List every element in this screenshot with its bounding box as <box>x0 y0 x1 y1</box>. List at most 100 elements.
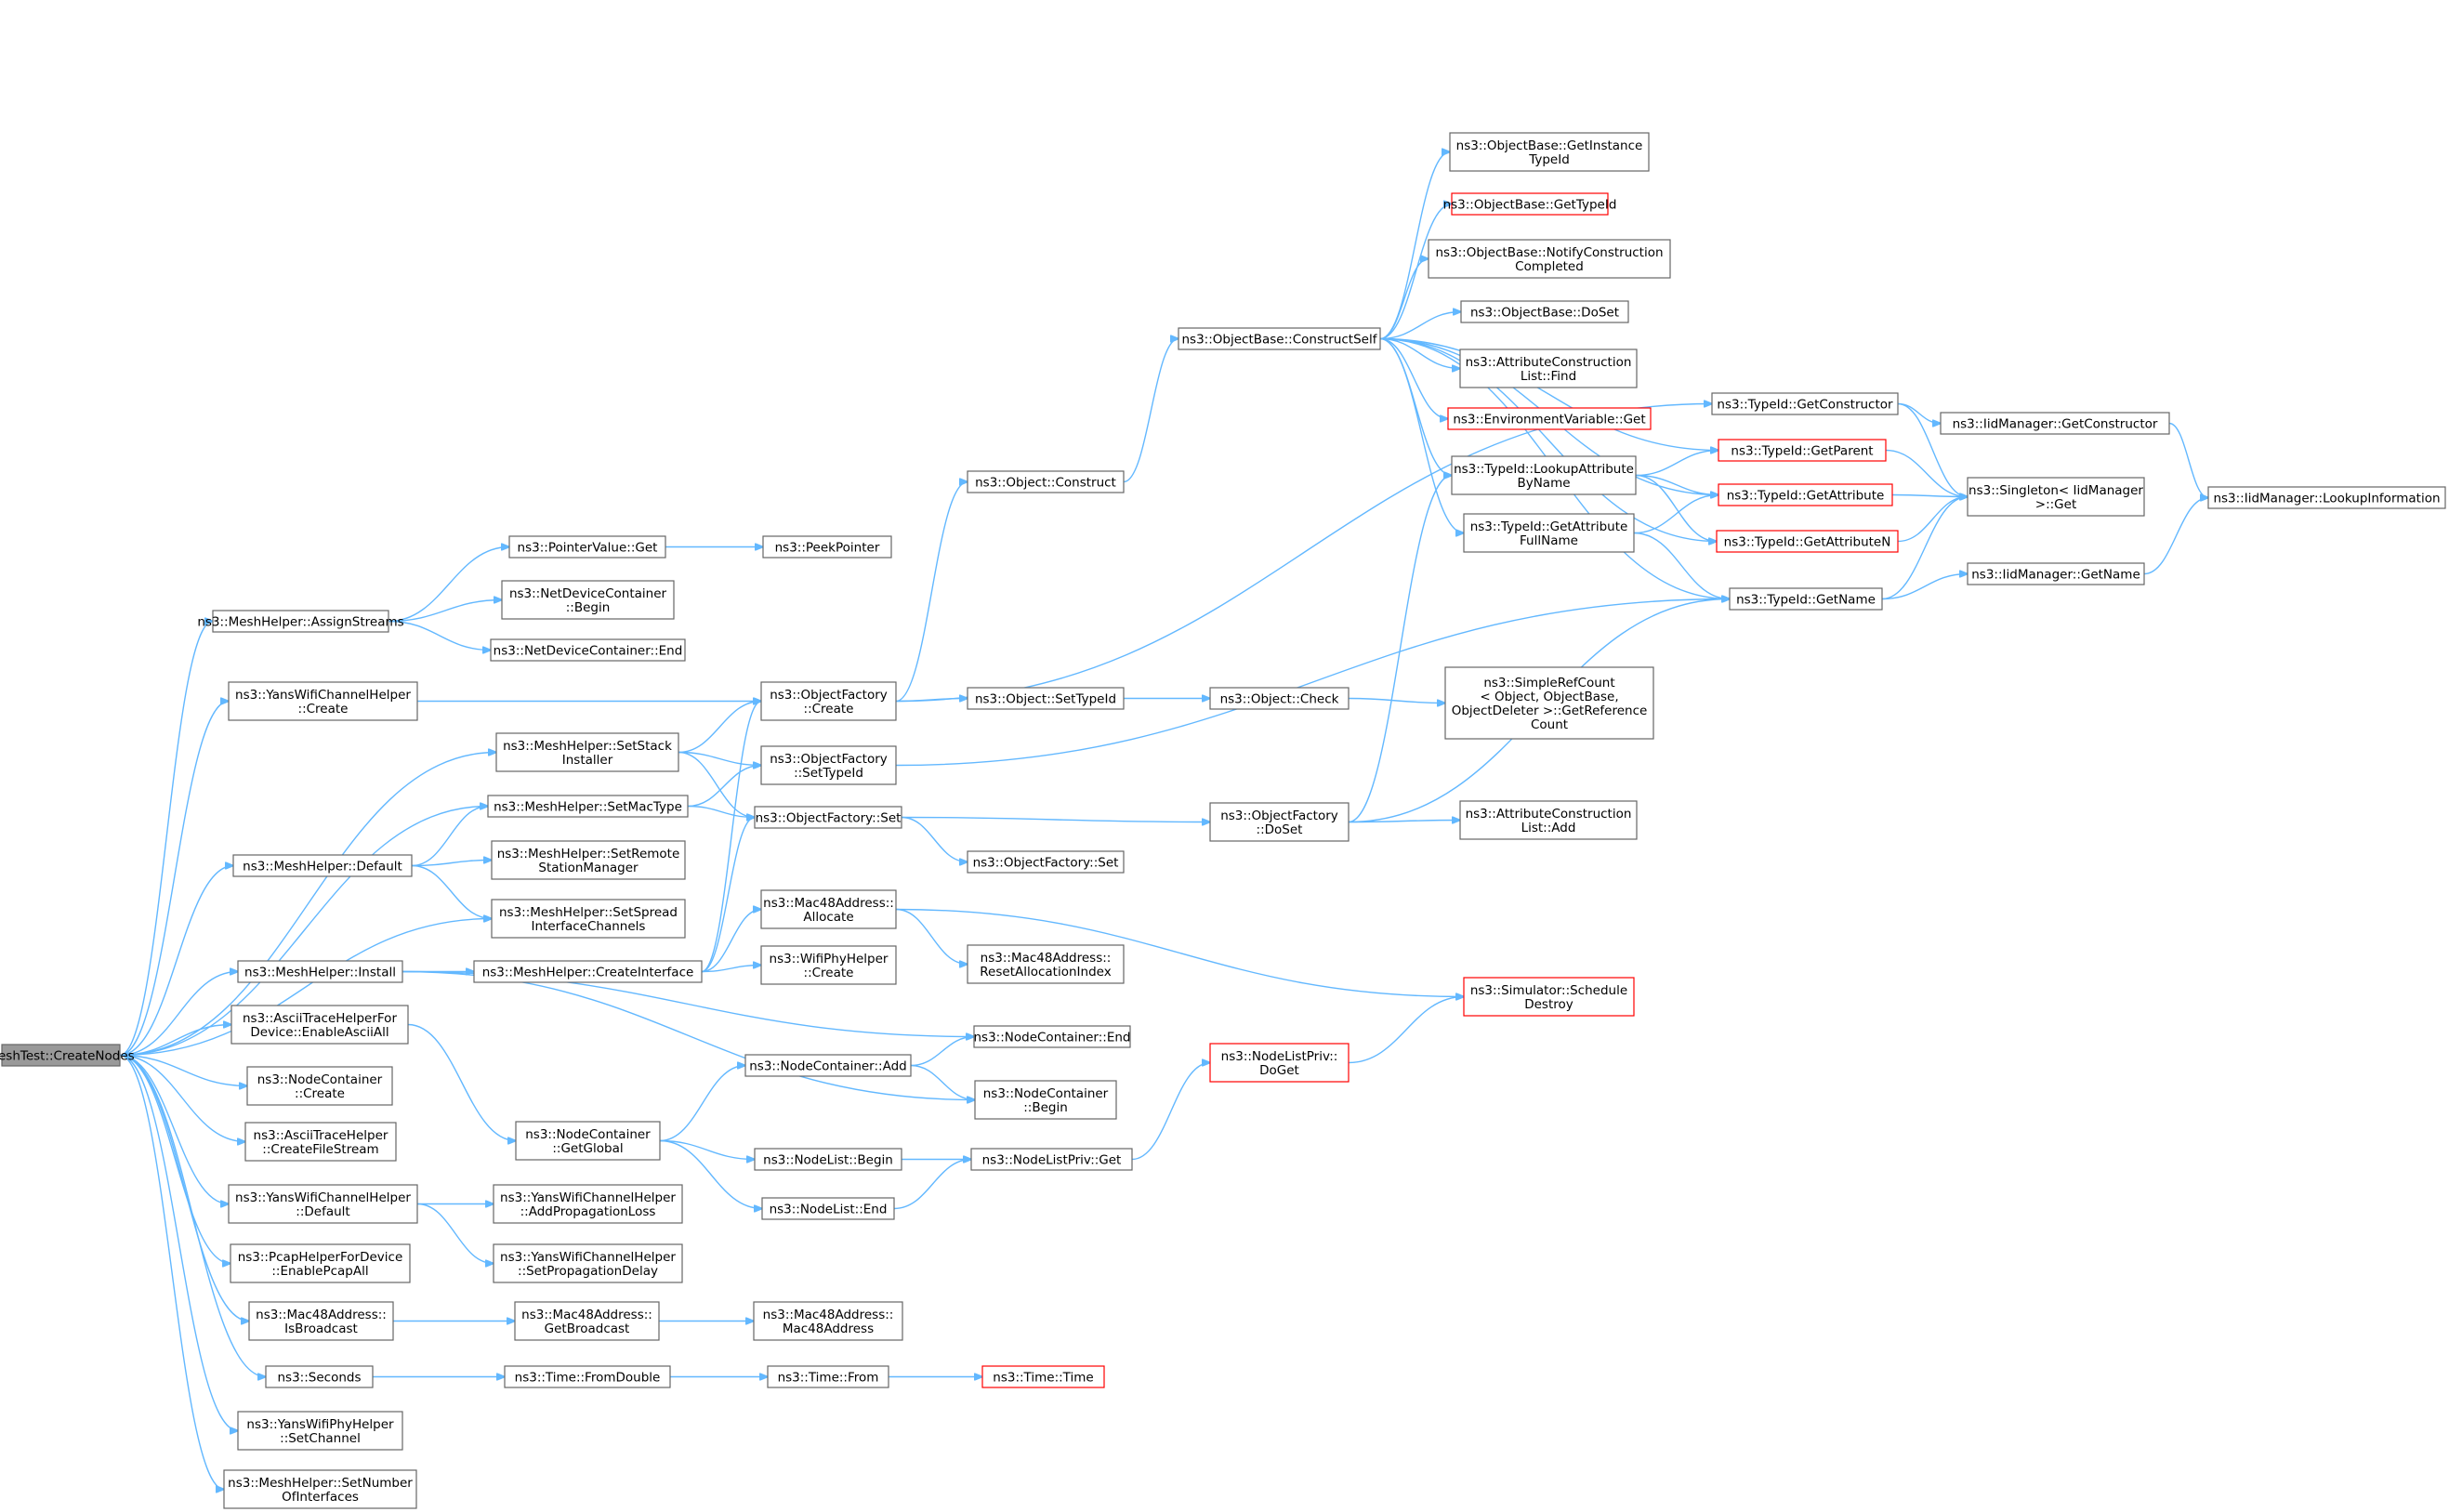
node-label: FullName <box>1520 533 1578 548</box>
node-iid-get-name[interactable]: ns3::IidManager::GetName <box>1967 562 2145 585</box>
node-set-spread[interactable]: ns3::MeshHelper::SetSpreadInterfaceChann… <box>491 899 686 939</box>
node-box <box>490 638 686 662</box>
node-label: ::Create <box>295 1086 345 1101</box>
node-label: ResetAllocationIndex <box>980 965 1111 980</box>
node-label: ::CreateFileStream <box>262 1142 378 1157</box>
node-box <box>1716 530 1899 553</box>
node-of-set2[interactable]: ns3::ObjectFactory::Set <box>967 850 1125 874</box>
node-label: ::Create <box>298 702 349 717</box>
node-set-prop-delay[interactable]: ns3::YansWifiChannelHelper::SetPropagati… <box>493 1243 683 1283</box>
node-iid-get-constructor[interactable]: ns3::IidManager::GetConstructor <box>1940 412 2170 435</box>
node-obj-construct[interactable]: ns3::Object::Construct <box>967 470 1125 493</box>
node-of-create[interactable]: ns3::ObjectFactory::Create <box>760 681 897 721</box>
edge-root-to-assign-streams <box>119 622 213 1057</box>
node-label: ByName <box>1517 476 1570 491</box>
node-mh-install[interactable]: ns3::MeshHelper::Install <box>237 960 403 983</box>
node-of-do-set[interactable]: ns3::ObjectFactory::DoSet <box>1209 802 1350 842</box>
node-seconds[interactable]: ns3::Seconds <box>265 1365 374 1388</box>
node-pv-get[interactable]: ns3::PointerValue::Get <box>508 535 666 559</box>
node-root[interactable]: MeshTest::CreateNodes <box>0 1044 135 1067</box>
node-iid-lookup-info[interactable]: ns3::IidManager::LookupInformation <box>2207 486 2446 509</box>
node-nc-add[interactable]: ns3::NodeContainer::Add <box>744 1054 912 1077</box>
node-box <box>1459 348 1638 388</box>
node-assign-streams[interactable]: ns3::MeshHelper::AssignStreams <box>197 610 404 633</box>
node-ndc-begin[interactable]: ns3::NetDeviceContainer::Begin <box>501 580 675 620</box>
node-ndc-end[interactable]: ns3::NetDeviceContainer::End <box>490 638 686 662</box>
node-ob-get-type-id[interactable]: ns3::ObjectBase::GetTypeId <box>1443 192 1617 216</box>
node-env-get[interactable]: ns3::EnvironmentVariable::Get <box>1447 407 1652 430</box>
node-box <box>212 610 389 633</box>
node-ascii-enable[interactable]: ns3::AsciiTraceHelperForDevice::EnableAs… <box>230 1005 409 1045</box>
node-tid-get-attribute[interactable]: ns3::TypeId::GetAttribute <box>1718 483 1893 506</box>
node-label: ns3::Time::From <box>778 1371 879 1386</box>
edge-nlp-do-get-to-sim-sched-destroy <box>1348 997 1464 1064</box>
node-peek-pointer[interactable]: ns3::PeekPointer <box>762 535 892 559</box>
node-label: ns3::AsciiTraceHelperFor <box>243 1011 397 1026</box>
node-tid-get-constructor[interactable]: ns3::TypeId::GetConstructor <box>1711 392 1899 415</box>
node-nlp-do-get[interactable]: ns3::NodeListPriv::DoGet <box>1209 1043 1350 1083</box>
node-nlp-get[interactable]: ns3::NodeListPriv::Get <box>970 1148 1133 1171</box>
node-mac-get-broadcast[interactable]: ns3::Mac48Address::GetBroadcast <box>514 1301 660 1341</box>
node-ob-do-set[interactable]: ns3::ObjectBase::DoSet <box>1460 300 1629 323</box>
node-label: ns3::MeshHelper::AssignStreams <box>197 615 403 630</box>
edge-iid-get-name-to-iid-lookup-info <box>2143 498 2208 575</box>
node-box <box>1967 477 2145 517</box>
node-of-set-type-id[interactable]: ns3::ObjectFactory::SetTypeId <box>760 745 897 785</box>
node-box <box>1967 562 2145 585</box>
node-label: MeshTest::CreateNodes <box>0 1049 135 1064</box>
node-ob-construct-self[interactable]: ns3::ObjectBase::ConstructSelf <box>1178 327 1381 350</box>
node-mac-allocate[interactable]: ns3::Mac48Address::Allocate <box>760 889 897 929</box>
node-set-mac-type[interactable]: ns3::MeshHelper::SetMacType <box>487 795 689 818</box>
node-ascii-file[interactable]: ns3::AsciiTraceHelper::CreateFileStream <box>244 1122 397 1162</box>
node-mh-default[interactable]: ns3::MeshHelper::Default <box>232 854 413 877</box>
edge-ob-construct-self-to-ob-get-type-id <box>1379 204 1452 340</box>
node-tid-get-parent[interactable]: ns3::TypeId::GetParent <box>1718 439 1887 462</box>
node-pcap-enable[interactable]: ns3::PcapHelperForDevice::EnablePcapAll <box>230 1243 411 1283</box>
node-singleton-get[interactable]: ns3::Singleton< IidManager>::Get <box>1967 477 2145 517</box>
node-tid-get-attribute-n[interactable]: ns3::TypeId::GetAttributeN <box>1716 530 1899 553</box>
node-label: ns3::NodeContainer <box>983 1086 1109 1101</box>
node-obj-check[interactable]: ns3::Object::Check <box>1209 687 1350 710</box>
node-time-time[interactable]: ns3::Time::Time <box>981 1365 1105 1388</box>
node-mac-ctor[interactable]: ns3::Mac48Address::Mac48Address <box>753 1301 903 1341</box>
node-ob-notify[interactable]: ns3::ObjectBase::NotifyConstructionCompl… <box>1428 239 1671 279</box>
node-of-set[interactable]: ns3::ObjectFactory::Set <box>754 806 902 829</box>
edge-create-if-to-mac-allocate <box>701 910 761 973</box>
node-label: ns3::SimpleRefCount <box>1483 676 1614 690</box>
node-box <box>508 535 666 559</box>
edge-assign-streams-to-ndc-end <box>388 620 491 651</box>
edge-mh-default-to-set-spread <box>411 864 492 919</box>
node-nc-end[interactable]: ns3::NodeContainer::End <box>973 1025 1131 1048</box>
node-nl-end[interactable]: ns3::NodeList::End <box>761 1197 895 1220</box>
node-label: ns3::EnvironmentVariable::Get <box>1453 413 1645 427</box>
node-tid-get-name[interactable]: ns3::TypeId::GetName <box>1729 587 1883 611</box>
node-src-get-ref[interactable]: ns3::SimpleRefCount< Object, ObjectBase,… <box>1444 666 1654 740</box>
node-nc-get-global[interactable]: ns3::NodeContainer::GetGlobal <box>515 1121 661 1161</box>
node-box <box>491 899 686 939</box>
node-nl-begin[interactable]: ns3::NodeList::Begin <box>754 1148 902 1171</box>
node-create-if[interactable]: ns3::MeshHelper::CreateInterface <box>473 960 703 983</box>
node-yans-ch-default[interactable]: ns3::YansWifiChannelHelper::Default <box>228 1184 418 1224</box>
node-time-from-double[interactable]: ns3::Time::FromDouble <box>504 1365 671 1388</box>
node-yans-phy-set-ch[interactable]: ns3::YansWifiPhyHelper::SetChannel <box>237 1411 403 1451</box>
node-nc-create[interactable]: ns3::NodeContainer::Create <box>246 1066 393 1106</box>
node-nc-begin[interactable]: ns3::NodeContainer::Begin <box>974 1080 1117 1120</box>
node-obj-set-type-id[interactable]: ns3::Object::SetTypeId <box>967 687 1125 710</box>
node-mac-is-broadcast[interactable]: ns3::Mac48Address::IsBroadcast <box>248 1301 394 1341</box>
node-yans-ch-create[interactable]: ns3::YansWifiChannelHelper::Create <box>228 681 418 721</box>
node-wifi-phy-create[interactable]: ns3::WifiPhyHelper::Create <box>760 945 897 985</box>
edge-root-to-ascii-enable <box>119 1025 231 1057</box>
node-add-prop-loss[interactable]: ns3::YansWifiChannelHelper::AddPropagati… <box>493 1184 683 1224</box>
node-label: ns3::Time::FromDouble <box>515 1371 661 1386</box>
node-mac-reset-alloc[interactable]: ns3::Mac48Address::ResetAllocationIndex <box>967 944 1125 984</box>
node-time-from[interactable]: ns3::Time::From <box>767 1365 889 1388</box>
